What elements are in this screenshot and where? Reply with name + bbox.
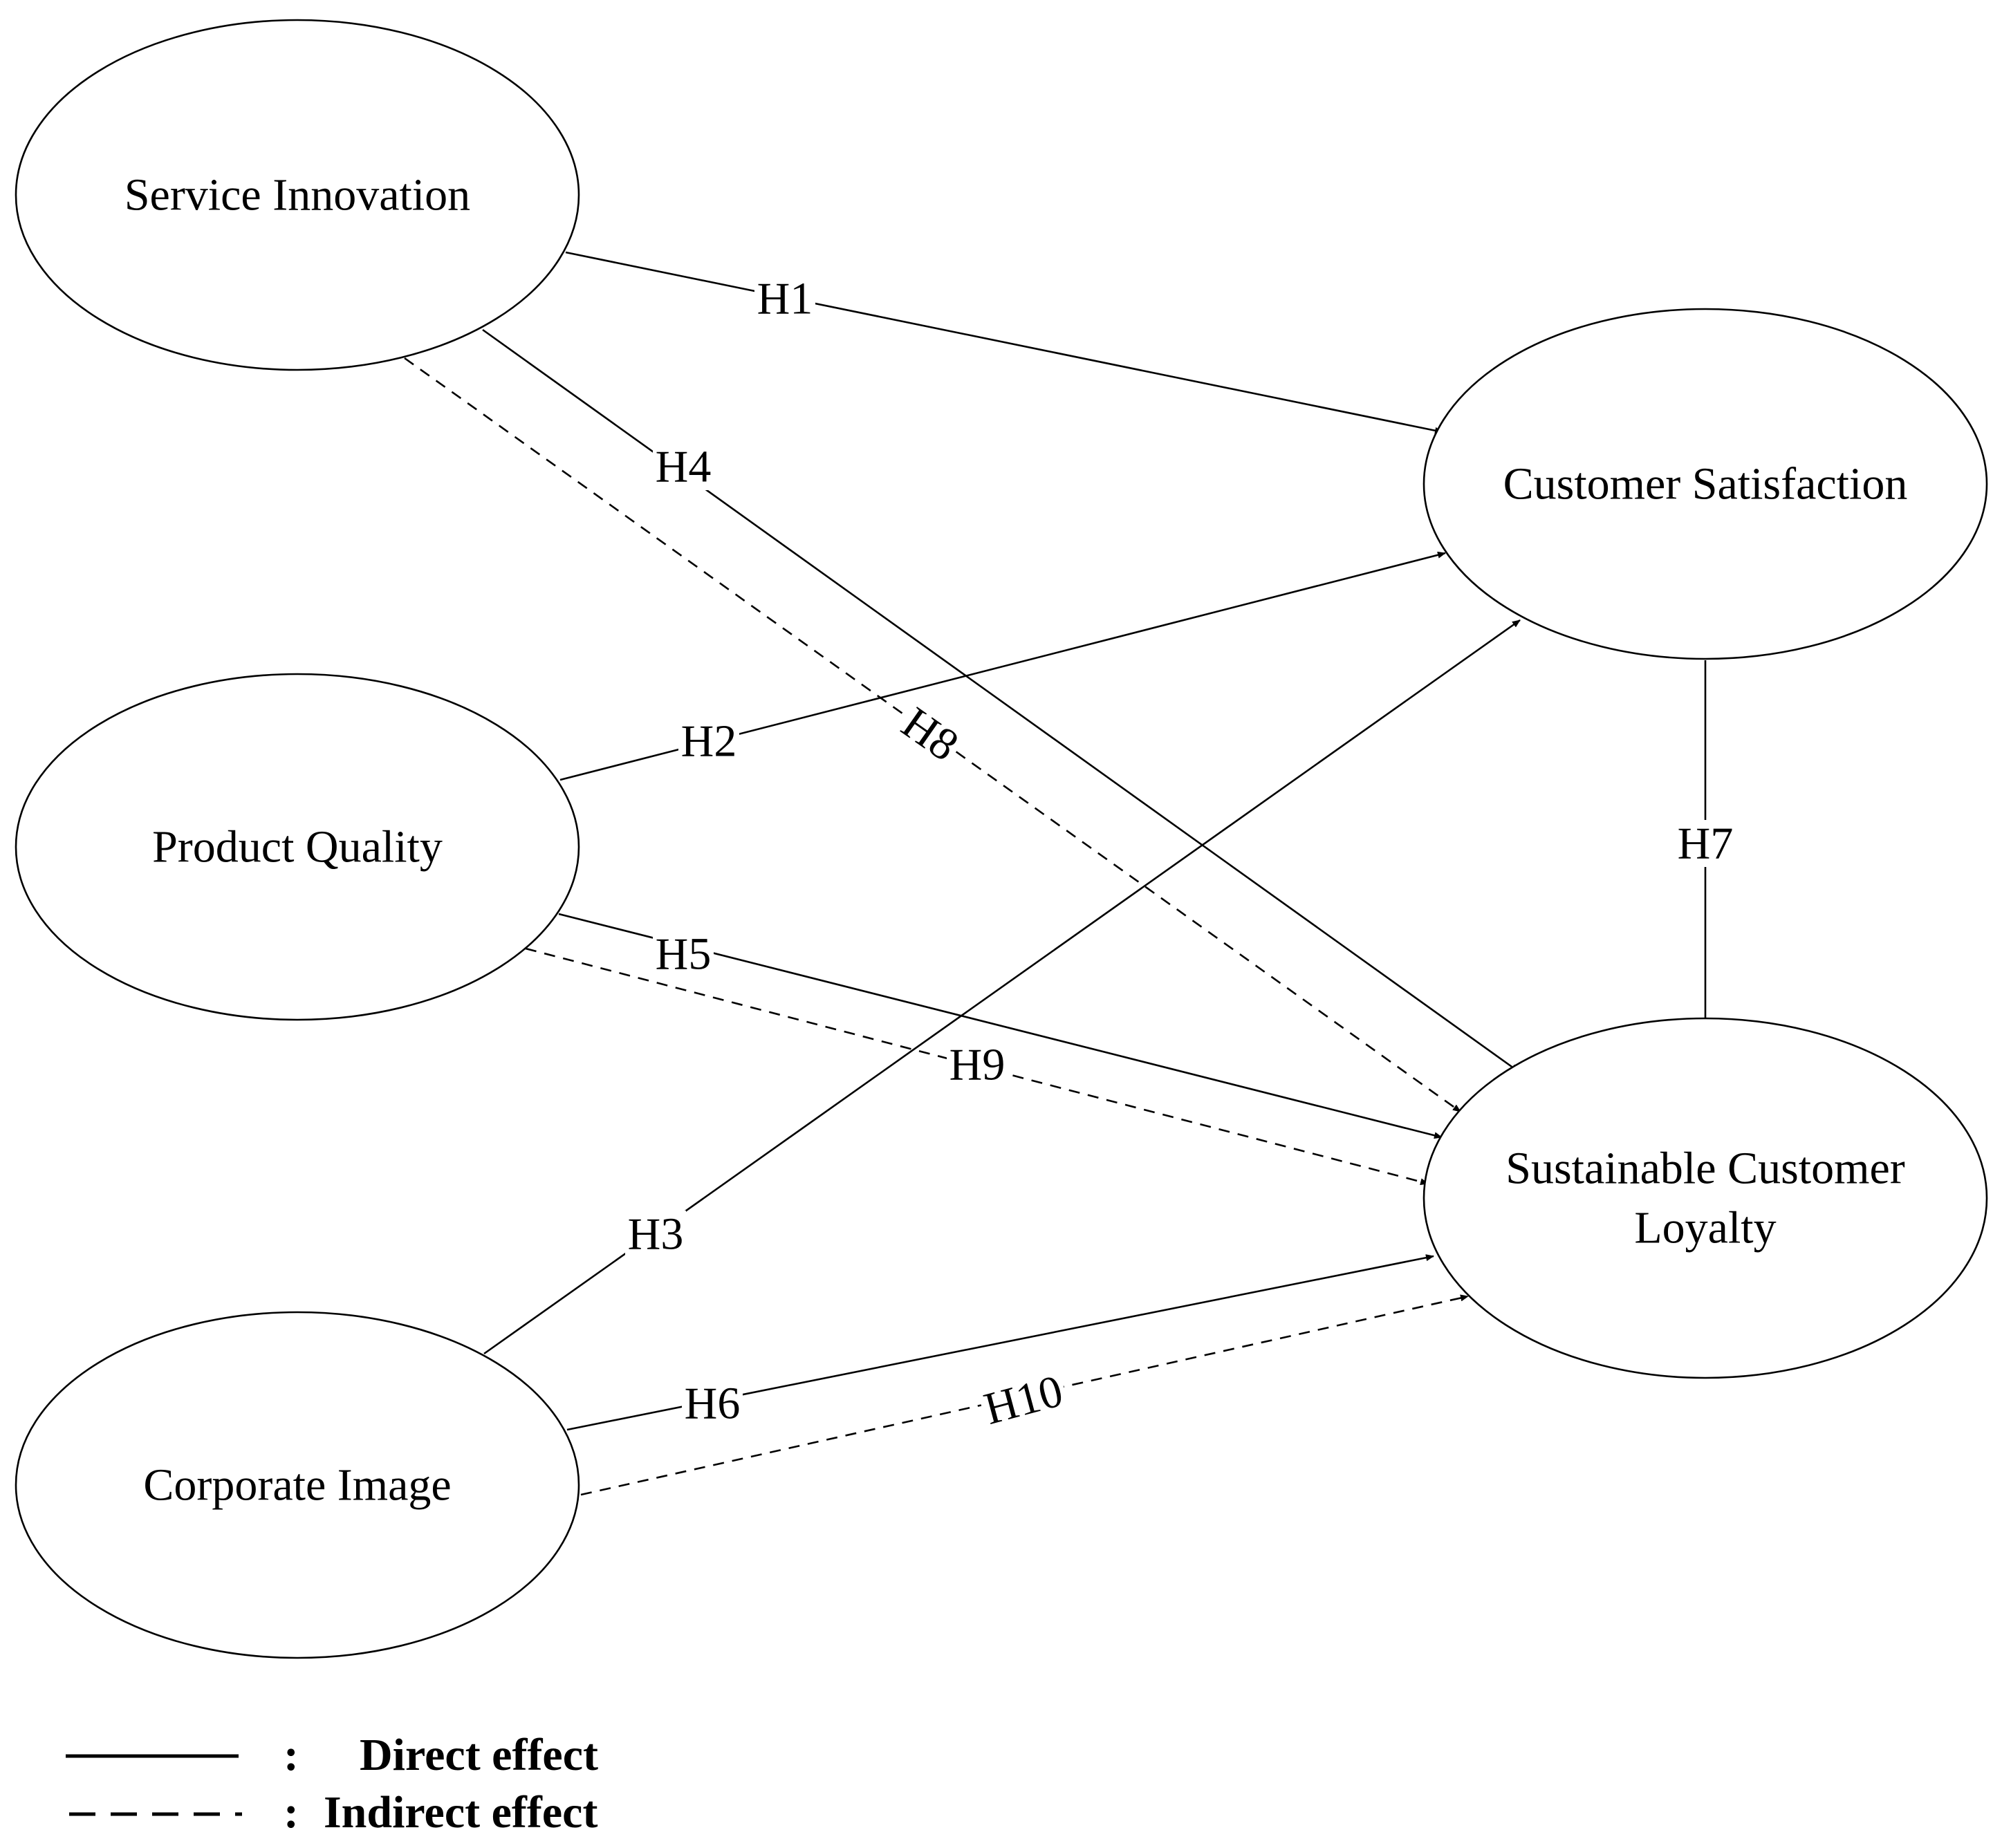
node-label-cs: Customer Satisfaction [1503, 459, 1908, 510]
legend-direct-label: Direct effect [360, 1730, 598, 1780]
edge-label-h8: H8 [891, 697, 969, 772]
edge-label-h9: H9 [947, 1040, 1008, 1090]
edge-label-h2: H2 [678, 716, 739, 767]
edge-label-text: H7 [1678, 819, 1734, 869]
edge-h9: H9 [525, 947, 1429, 1186]
edge-label-h4: H4 [653, 442, 714, 492]
edge-label-h1: H1 [754, 274, 815, 324]
edge-label-bg [678, 718, 739, 765]
node-ellipse-ci [15, 1311, 580, 1659]
edge-label-bg [625, 1211, 686, 1258]
edge-h5: H5 [558, 913, 1443, 1139]
edge-label-bg [1675, 820, 1736, 867]
legend-direct-separator: : [284, 1730, 299, 1780]
node-label-scl: Loyalty [1634, 1203, 1776, 1253]
edge-label-h7: H7 [1675, 819, 1736, 869]
edge-label-text: H9 [949, 1040, 1005, 1090]
edge-h8: H8 [404, 357, 1461, 1113]
edge-line-h4 [482, 328, 1519, 1073]
edge-h7: H7 [1675, 660, 1736, 1029]
edge-h1: H1 [565, 251, 1443, 434]
edge-label-bg [653, 931, 714, 978]
node-ellipse-cs [1422, 308, 1988, 660]
edge-h3: H3 [483, 619, 1521, 1355]
edge-label-bg [976, 1366, 1070, 1434]
edge-label-bg [947, 1041, 1008, 1088]
node-si: Service Innovation [15, 19, 580, 371]
edge-label-text: H8 [893, 698, 967, 771]
edge-h4: H4 [482, 328, 1519, 1073]
node-label-scl: Sustainable Customer [1505, 1144, 1904, 1194]
edge-label-text: H4 [656, 442, 712, 492]
edge-label-text: H5 [656, 929, 712, 980]
edge-label-bg [891, 697, 969, 772]
edge-h2: H2 [559, 551, 1446, 781]
edge-label-h3: H3 [625, 1209, 686, 1260]
edge-label-bg [754, 275, 815, 322]
node-label-si: Service Innovation [124, 170, 470, 221]
edge-label-text: H2 [681, 716, 737, 767]
edge-line-h1 [565, 251, 1443, 434]
node-ellipse-pq [15, 673, 580, 1021]
node-label-ci: Corporate Image [143, 1460, 451, 1511]
node-ci: Corporate Image [15, 1311, 580, 1659]
node-ellipse-scl [1422, 1017, 1988, 1379]
node-ellipse-si [15, 19, 580, 371]
edge-label-text: H6 [685, 1379, 741, 1429]
legend: : Direct effect : Indirect effect [66, 1730, 598, 1838]
edge-label-text: H1 [757, 274, 813, 324]
edge-label-h10: H10 [976, 1365, 1070, 1435]
node-label-pq: Product Quality [152, 822, 443, 872]
node-pq: Product Quality [15, 673, 580, 1021]
node-cs: Customer Satisfaction [1422, 308, 1988, 660]
edge-label-text: H3 [628, 1209, 684, 1260]
edge-label-h6: H6 [682, 1379, 743, 1429]
legend-indirect-label: Indirect effect [324, 1787, 597, 1838]
legend-indirect-separator: : [284, 1787, 299, 1838]
edge-label-bg [653, 443, 714, 490]
edge-label-text: H10 [979, 1365, 1068, 1435]
edge-label-h5: H5 [653, 929, 714, 980]
edge-h6: H6 [566, 1254, 1434, 1431]
edge-label-bg [682, 1380, 743, 1427]
